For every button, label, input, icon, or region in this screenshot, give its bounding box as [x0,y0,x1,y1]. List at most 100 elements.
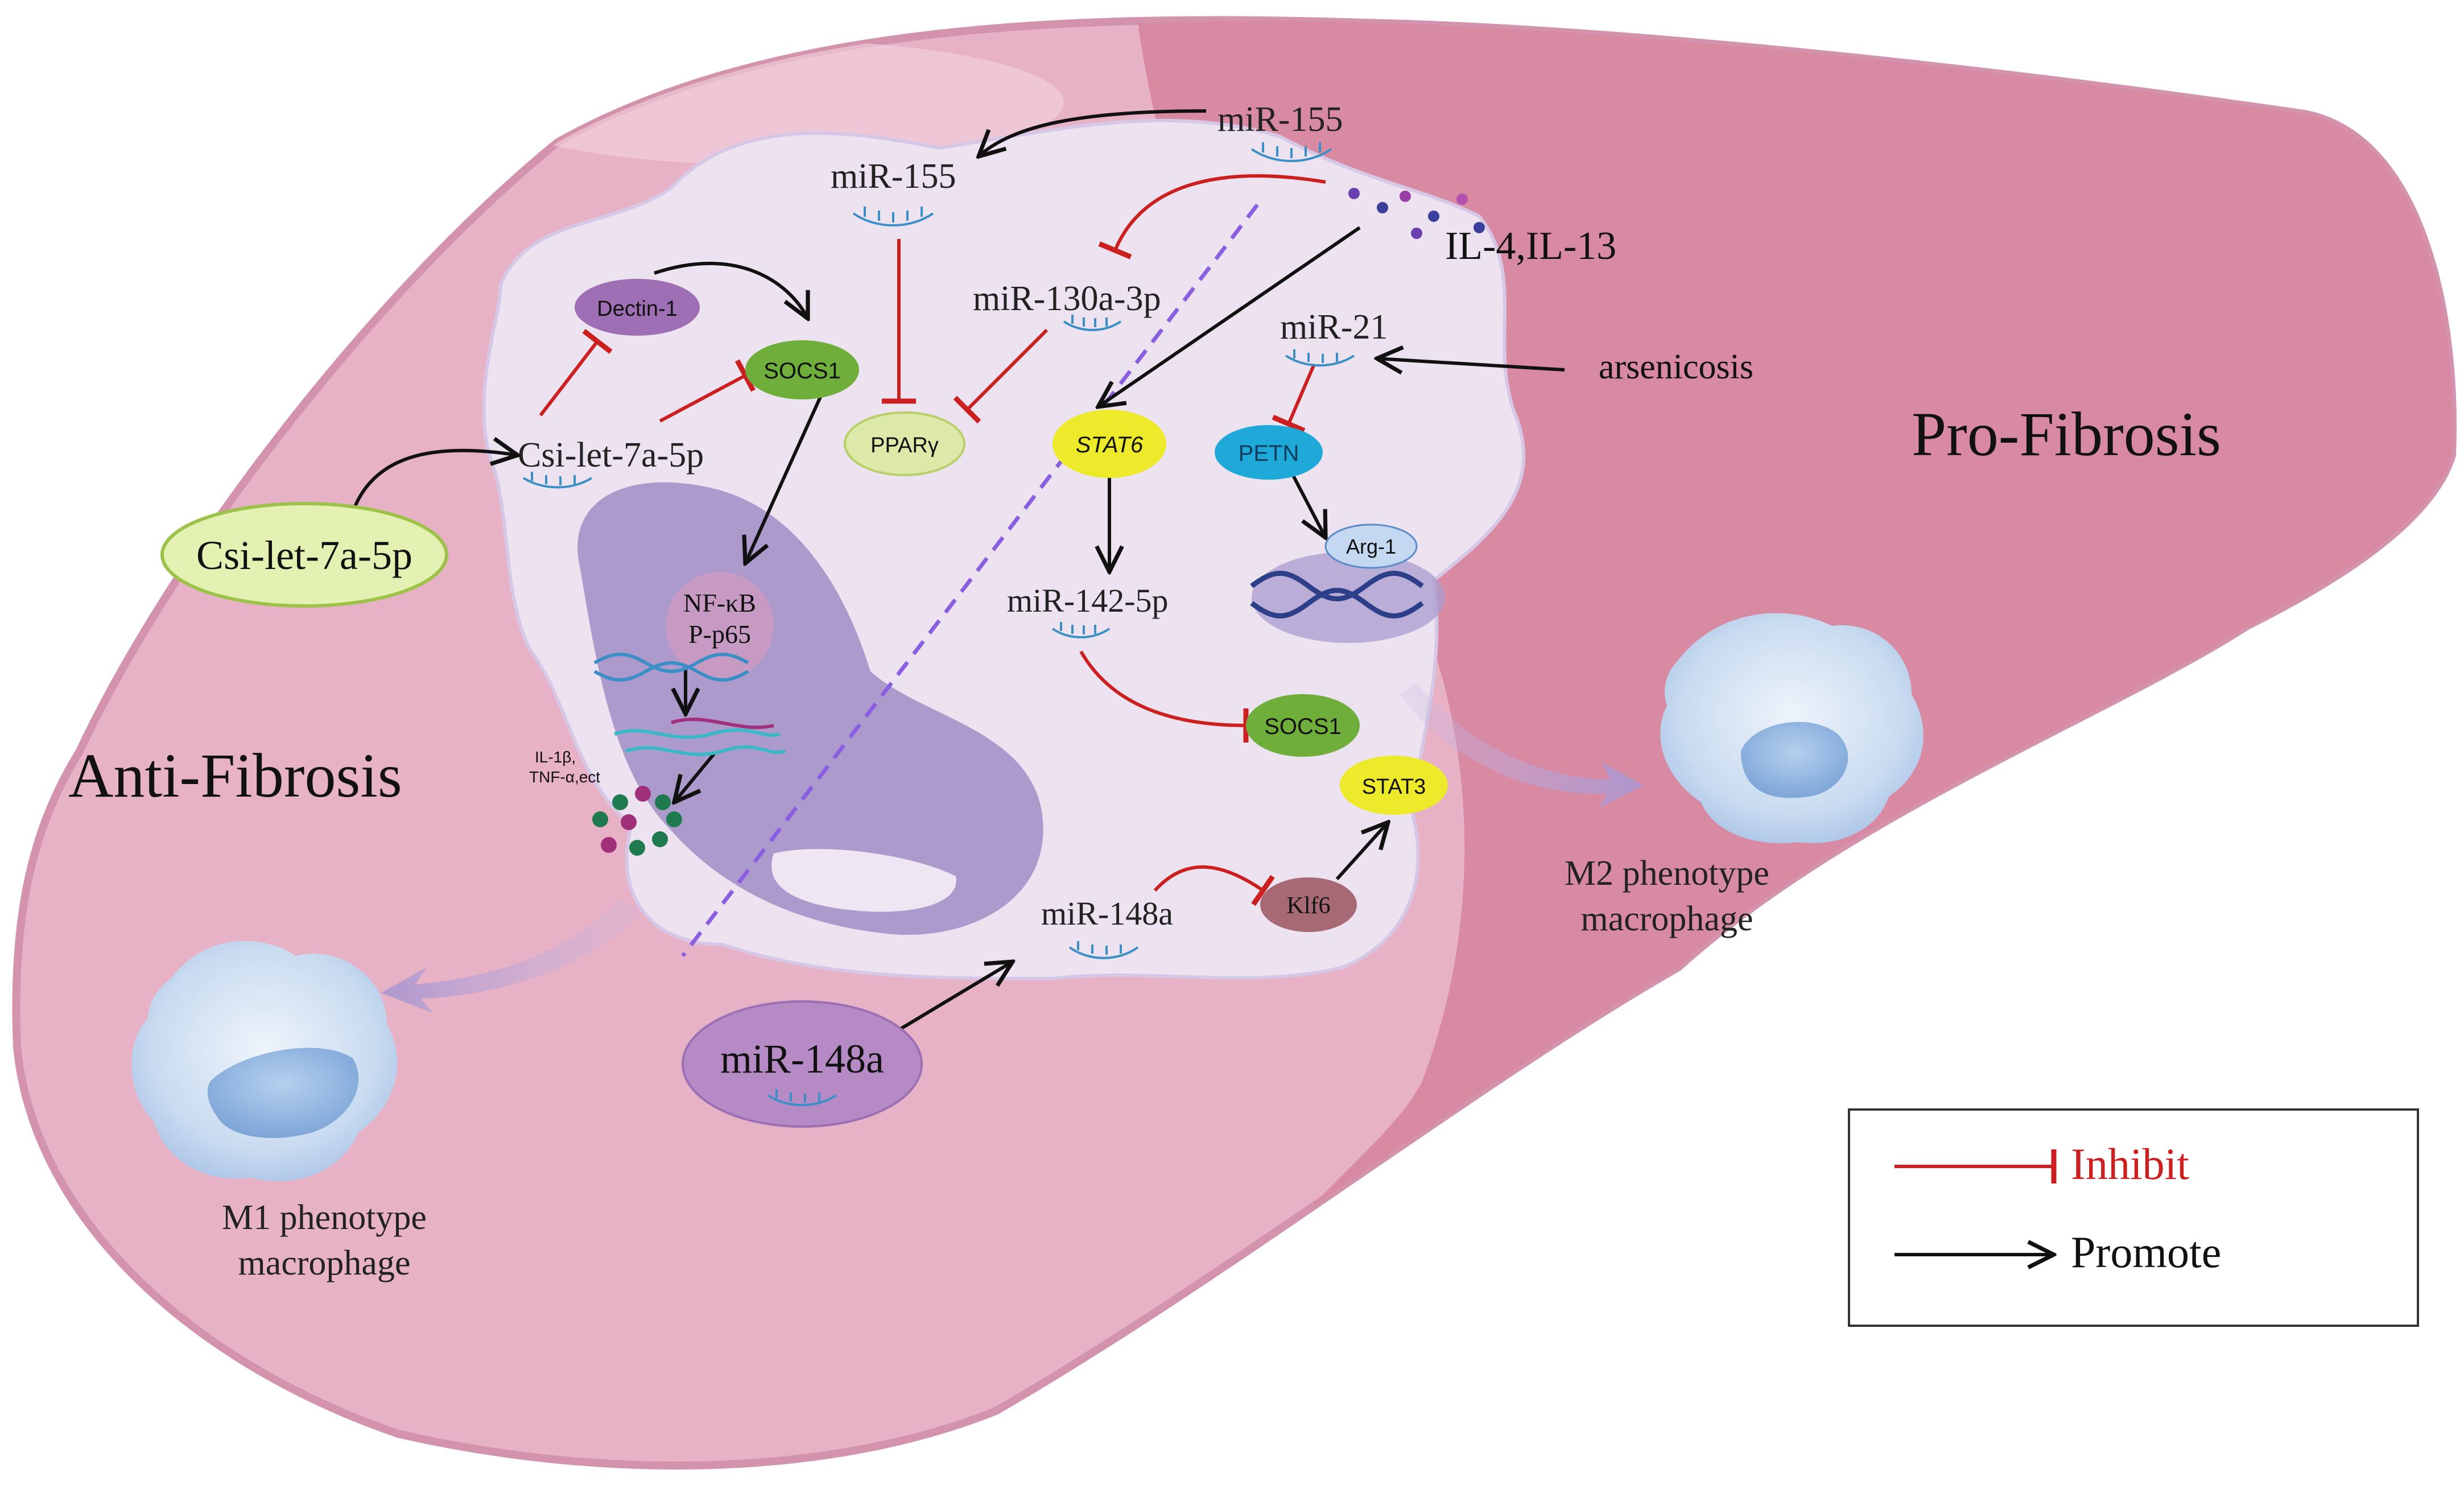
socs1-right-label: SOCS1 [1264,714,1342,739]
mir130a-label: miR-130a-3p [973,279,1161,318]
mir148a-outer-node: miR-148a [682,1000,923,1128]
nfkb-node: NF-κB P-p65 [666,572,774,680]
legend-inhibit-label: Inhibit [2071,1139,2189,1189]
mirna-mir148a-inner: miR-148a [1041,895,1173,959]
dectin1-label: Dectin-1 [597,297,678,321]
mir148a-outer-ellipse [682,1000,923,1128]
stat6-label: STAT6 [1076,432,1144,457]
mirna-hairpin-icon [1285,349,1355,367]
ppar-ellipse [844,411,965,476]
arg1-label: Arg-1 [1346,535,1396,558]
m1-label-line2: macrophage [238,1244,411,1282]
particle [1348,188,1360,199]
mir148a-outer-label: miR-148a [720,1036,884,1082]
m1-label-line1: M1 phenotype [222,1198,427,1237]
socs1-left-label: SOCS1 [763,358,841,383]
klf6-label: Klf6 [1287,893,1331,919]
m2-macrophage: M2 phenotype macrophage [1565,613,1924,938]
cytokine-dot [629,840,645,856]
arrow-petn-to-arg1 [1290,471,1326,538]
cytokine-label-line1: IL-1β, [535,748,576,766]
ppar-node: PPARγ [844,411,965,476]
arg1-ellipse [1324,523,1418,569]
rna-strand-magenta-icon [671,717,774,729]
stat6-ellipse [1053,410,1166,478]
cytokine-dot [666,811,682,827]
transition-arrow-to-m1 [381,899,643,1013]
cytokine-cluster [592,786,682,856]
csi-outer-label: Csi-let-7a-5p [196,533,412,578]
dectin1-ellipse [575,279,700,336]
mirna-mir142: miR-142-5p [1007,582,1169,638]
mirna-mir130a: miR-130a-3p [973,279,1161,331]
mirna-csi-inner: Csi-let-7a-5p [518,436,704,489]
stat6-node: STAT6 [1053,410,1166,478]
nfkb-label-line2: P-p65 [688,620,751,649]
cytokine-dot [635,786,651,802]
arrow-mir155-outer-to-inner [979,109,1207,156]
cytokine-dot [652,831,668,847]
mir155-inner-label: miR-155 [831,157,956,196]
legend-box [1848,1108,2419,1327]
arrow-mir148a-outer-to-inner [898,962,1013,1032]
cytokine-dot [612,794,628,810]
promote-arrows [351,109,1565,1032]
stat3-label: STAT3 [1362,775,1426,799]
m2-macrophage-nucleus [1741,721,1848,798]
inhibit-mir148a-to-klf6 [1153,865,1275,906]
csi-inner-label: Csi-let-7a-5p [518,436,704,475]
inhibit-csi-to-socs1 [659,359,756,423]
ppar-label: PPARγ [870,434,939,457]
stat3-ellipse [1340,756,1448,815]
petn-node: PETN [1215,425,1323,480]
mirna-mir155-inner: miR-155 [831,157,956,226]
arsenicosis-label: arsenicosis [1599,348,1753,386]
cytokine-dot [592,811,608,827]
dectin1-node: Dectin-1 [575,279,700,336]
arrow-socs1-to-nfkb [745,386,827,563]
cytokine-dot [621,814,637,830]
socs1-left-node: SOCS1 [745,340,859,399]
mirna-hairpin-icon [852,207,934,226]
nucleus-highlight [771,849,956,912]
stat3-node: STAT3 [1340,756,1448,815]
inhibit-csi-to-dectin1 [539,329,613,416]
particle [1428,211,1439,222]
socs1-left-ellipse [745,340,859,399]
socs1-right-node: SOCS1 [1246,694,1360,757]
inhibit-mir21-to-petn [1272,363,1316,433]
mirna-hairpin-icon [1250,142,1332,162]
csi-outer-ellipse [160,502,448,608]
mir21-label: miR-21 [1280,308,1388,347]
arrow-dectin1-to-socs1 [654,262,808,319]
particle [1377,202,1388,213]
particle [1411,228,1422,239]
arrow-rna-to-cytokines [674,753,716,802]
arrow-klf6-to-stat3 [1335,822,1388,881]
particle [1456,193,1468,205]
csi-outer-node: Csi-let-7a-5p [160,502,448,608]
arg1-dna-group: Arg-1 [1250,523,1445,643]
arrow-arsenicosis-to-mir21 [1377,358,1565,370]
mirna-hairpin-icon [1063,315,1122,331]
petn-label: PETN [1239,441,1299,466]
mir142-label: miR-142-5p [1007,582,1169,619]
m2-label-line1: M2 phenotype [1565,854,1769,893]
mir155-outer-label: miR-155 [1217,100,1343,139]
mirna-mir155-outer: miR-155 [1217,100,1343,162]
petn-ellipse [1215,425,1323,480]
m1-macrophage-nucleus [207,1048,359,1138]
m2-label-line2: macrophage [1581,900,1753,938]
inhibit-mir142-to-socs1 [1079,650,1249,743]
particle [1400,191,1411,202]
arrow-il-to-stat6 [1098,226,1361,407]
nucleus-dna-icon [593,653,749,682]
il4-il13-label: IL-4,IL-13 [1445,224,1616,268]
inhibit-il-to-mir130a [1098,174,1326,259]
mir148a-inner-label: miR-148a [1041,895,1173,932]
socs1-right-ellipse [1246,694,1360,757]
cytokine-dot [655,794,671,810]
mirna-hairpin-icon [522,472,593,489]
klf6-ellipse [1260,877,1357,932]
